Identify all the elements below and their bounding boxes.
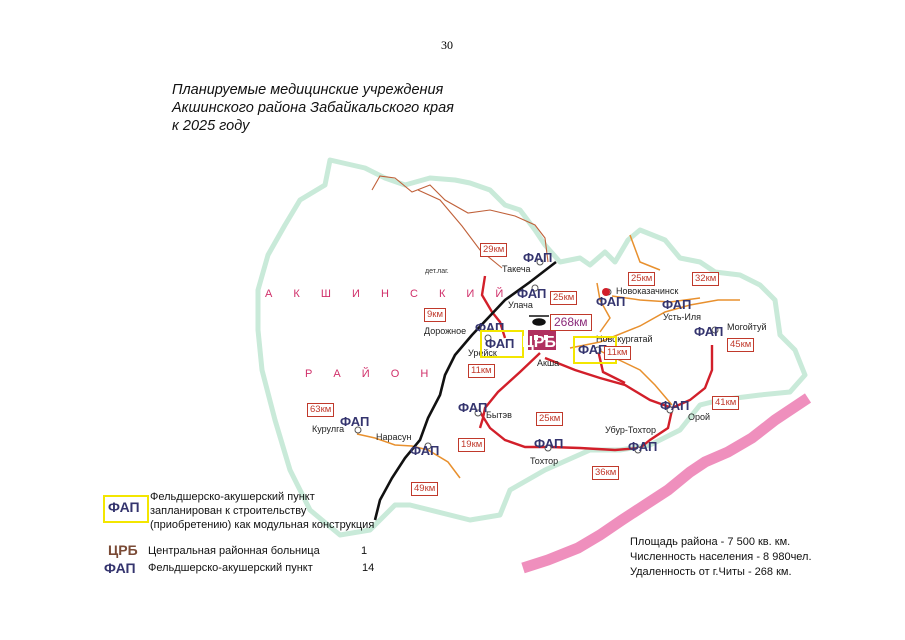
distance-chita: 268км [550, 314, 592, 331]
distance-takecha: 29км [480, 243, 508, 257]
fap-kurulga: ФАП [340, 414, 370, 429]
legend-modular-fap-frame [103, 495, 149, 523]
region-label-rayon: Р А Й О Н [305, 368, 438, 380]
stat-area: Площадь района - 7 500 кв. км. [630, 536, 791, 548]
fap-tokhtor: ФАП [534, 436, 564, 451]
distance-dorozhnoe: 9км [424, 308, 446, 322]
distance-novokazachinsk: 25км [628, 272, 656, 286]
place-aksha: Акша [537, 358, 560, 368]
place-kurulga: Курулга [312, 424, 345, 434]
fap-novokazachinsk: ФАП [596, 294, 626, 309]
fap-ust-ilya: ФАП [662, 297, 692, 312]
legend-crb-text: Центральная районная больница [148, 545, 320, 557]
place-ureysk: Урейск [468, 348, 497, 358]
stat-population: Численность населения - 8 980чел. [630, 551, 812, 563]
title-line-3: к 2025 году [172, 118, 250, 134]
place-ust-ilya: Усть-Иля [663, 312, 702, 322]
title-line-2: Акшинского района Забайкальского края [172, 100, 454, 116]
legend-modular-line-2: запланирован к строительству [150, 505, 307, 517]
fap-ureysk-modular: ФАП [485, 336, 515, 351]
legend-modular-fap-symbol: ФАП [108, 499, 140, 515]
place-novokurgatai: Новокургатай [596, 334, 653, 344]
distance-ureysk: 11км [468, 364, 495, 378]
fap-novokurgatai-modular: ФАП [578, 342, 608, 357]
title-line-1: Планируемые медицинские учреждения [172, 82, 444, 98]
distance-narasun: 49км [411, 482, 439, 496]
fap-bytev: ФАП [458, 400, 488, 415]
distance-mogoytuy: 45км [727, 338, 755, 352]
legend-fap-text: Фельдшерско-акушерский пункт [148, 562, 313, 574]
page-number: 30 [441, 38, 453, 52]
state-border [521, 393, 812, 574]
fap-mogoytuy: ФАП [694, 324, 724, 339]
district-boundary [255, 157, 808, 538]
stat-distance: Удаленность от г.Читы - 268 км. [630, 566, 792, 578]
distance-ust-ilya: 32км [692, 272, 720, 286]
distance-ubur-tokhtor: 36км [592, 466, 620, 480]
fap-takecha: ФАП [523, 250, 553, 265]
crb-aksha-label: ЦРБ [522, 334, 556, 351]
legend-modular-line-3: (приобретению) как модульная конструкция [150, 519, 375, 531]
place-takecha: Такеча [502, 264, 531, 274]
place-dorozhnoe: Дорожное [424, 326, 467, 336]
place-narasun: Нарасун [376, 432, 412, 442]
legend-fap-symbol: ФАП [104, 560, 136, 576]
modular-highlight-ureysk [480, 330, 524, 358]
fap-oroy: ФАП [660, 398, 690, 413]
fap-ulacha: ФАП [517, 286, 547, 301]
hospital-cross-icon [602, 288, 610, 296]
legend-crb-symbol: ЦРБ [108, 542, 138, 558]
distance-ulacha: 25км [550, 291, 578, 305]
distance-tokhtor: 25км [536, 412, 564, 426]
distance-bytev: 19км [458, 438, 486, 452]
fap-ubur-tokhtor: ФАП [628, 439, 658, 454]
distance-kurulga: 63км [307, 403, 335, 417]
place-novokazachinsk: Новоказачинск [616, 286, 679, 296]
region-label-akshinsky: А К Ш И Н С К И Й [265, 288, 513, 300]
fap-narasun: ФАП [410, 443, 440, 458]
place-oroy: Орой [688, 412, 711, 422]
place-ulacha: Улача [508, 300, 533, 310]
railway [373, 260, 557, 521]
place-tokhtor: Тохтор [530, 456, 559, 466]
helicopter-icon [529, 315, 549, 326]
legend-fap-count: 14 [362, 562, 375, 574]
legend-modular-line-1: Фельдшерско-акушерский пункт [150, 491, 315, 503]
distance-oroy: 41км [712, 396, 740, 410]
place-det-lag: дет.лаг. [425, 268, 449, 275]
place-bytev: Бытэв [486, 410, 512, 420]
place-ubur-tokhtor: Убур-Тохтор [605, 425, 657, 435]
legend-crb-count: 1 [361, 545, 368, 557]
place-mogoytuy: Могойтуй [727, 322, 767, 332]
distance-novokurgatai: 11км [604, 346, 631, 360]
